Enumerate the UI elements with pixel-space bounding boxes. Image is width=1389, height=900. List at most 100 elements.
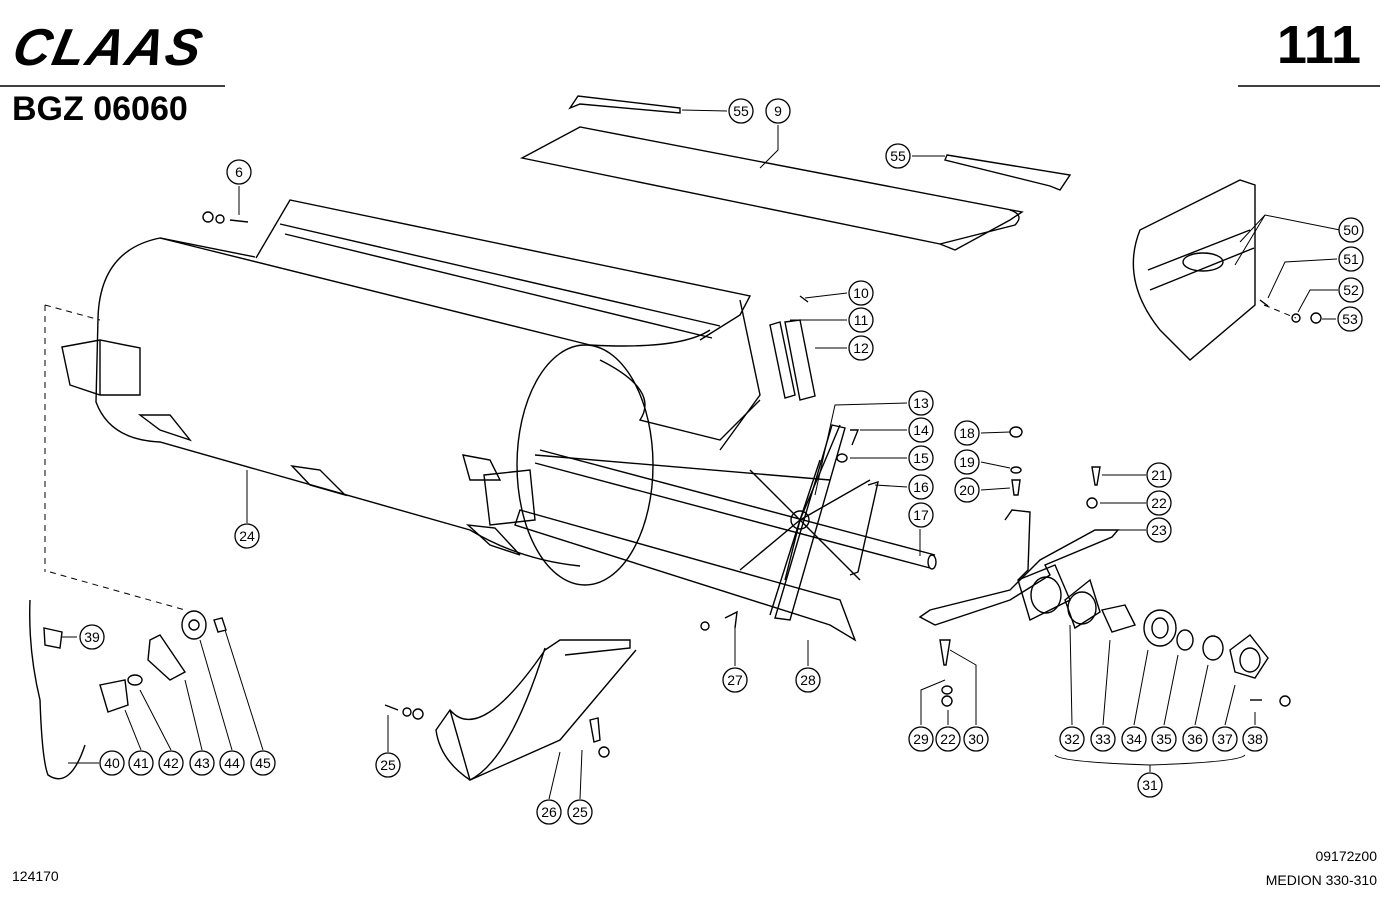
callout-6: 6 [226, 159, 252, 185]
svg-text:12: 12 [853, 340, 869, 356]
callout-11: 11 [848, 307, 874, 333]
svg-text:40: 40 [104, 755, 120, 771]
svg-text:28: 28 [800, 672, 816, 688]
svg-text:18: 18 [959, 425, 975, 441]
svg-text:25: 25 [572, 804, 588, 820]
callout-38: 38 [1242, 726, 1268, 752]
callout-33: 33 [1090, 726, 1116, 752]
callout-39: 39 [79, 624, 105, 650]
callout-53: 53 [1337, 306, 1363, 332]
svg-text:23: 23 [1151, 522, 1167, 538]
svg-text:10: 10 [853, 285, 869, 301]
svg-text:32: 32 [1064, 731, 1080, 747]
callout-29: 29 [908, 726, 934, 752]
callout-9: 9 [765, 98, 791, 124]
svg-text:31: 31 [1142, 777, 1158, 793]
svg-text:22: 22 [940, 731, 956, 747]
callout-51: 51 [1338, 246, 1364, 272]
svg-text:19: 19 [959, 454, 975, 470]
svg-text:17: 17 [913, 507, 929, 523]
model-name: MEDION 330-310 [1265, 872, 1377, 888]
callout-24: 24 [234, 523, 260, 549]
callout-40: 40 [99, 750, 125, 776]
callout-30: 30 [963, 726, 989, 752]
callout-55b: 55 [885, 143, 911, 169]
svg-text:38: 38 [1247, 731, 1263, 747]
callout-26: 26 [536, 799, 562, 825]
svg-text:43: 43 [194, 755, 210, 771]
svg-text:13: 13 [913, 395, 929, 411]
svg-text:50: 50 [1343, 222, 1359, 238]
svg-text:26: 26 [541, 804, 557, 820]
drawing-lines [29, 95, 1322, 781]
callout-45: 45 [250, 750, 276, 776]
callout-layer: 55 9 55 6 50 51 52 53 10 11 12 13 14 15 … [79, 98, 1364, 825]
svg-text:9: 9 [774, 103, 782, 119]
callout-27: 27 [722, 667, 748, 693]
callout-52: 52 [1338, 277, 1364, 303]
callout-10: 10 [848, 280, 874, 306]
callout-32: 32 [1059, 726, 1085, 752]
svg-text:45: 45 [255, 755, 271, 771]
svg-text:39: 39 [84, 629, 100, 645]
svg-text:53: 53 [1342, 311, 1358, 327]
svg-text:41: 41 [133, 755, 149, 771]
svg-text:11: 11 [854, 312, 869, 328]
svg-text:36: 36 [1187, 731, 1203, 747]
svg-text:37: 37 [1217, 731, 1233, 747]
callout-44: 44 [219, 750, 245, 776]
callout-17: 17 [908, 502, 934, 528]
callout-50: 50 [1338, 217, 1364, 243]
callout-23: 23 [1146, 517, 1172, 543]
svg-text:29: 29 [913, 731, 929, 747]
callout-14: 14 [908, 417, 934, 443]
svg-text:35: 35 [1156, 731, 1172, 747]
callout-55a: 55 [728, 98, 754, 124]
group-code: BGZ 06060 [12, 90, 188, 128]
svg-text:16: 16 [913, 479, 929, 495]
svg-text:24: 24 [239, 528, 255, 544]
callout-37: 37 [1212, 726, 1238, 752]
callout-43: 43 [189, 750, 215, 776]
callout-22a: 22 [1146, 490, 1172, 516]
svg-text:15: 15 [913, 450, 929, 466]
callout-41: 41 [128, 750, 154, 776]
svg-text:42: 42 [163, 755, 179, 771]
svg-text:20: 20 [959, 482, 975, 498]
footer-code: 124170 [12, 868, 59, 884]
svg-text:14: 14 [913, 422, 929, 438]
svg-text:34: 34 [1126, 731, 1142, 747]
svg-text:55: 55 [890, 148, 906, 164]
callout-12: 12 [848, 335, 874, 361]
svg-text:44: 44 [224, 755, 240, 771]
callout-34: 34 [1121, 726, 1147, 752]
callout-15: 15 [908, 445, 934, 471]
callout-20: 20 [954, 477, 980, 503]
callout-25a: 25 [375, 752, 401, 778]
drawing-reference: 09172z00 [1315, 848, 1377, 864]
page-number: 111 [1276, 15, 1361, 75]
callout-35: 35 [1151, 726, 1177, 752]
svg-text:52: 52 [1343, 282, 1359, 298]
svg-text:27: 27 [727, 672, 743, 688]
callout-42: 42 [158, 750, 184, 776]
callout-13: 13 [908, 390, 934, 416]
svg-text:51: 51 [1343, 251, 1359, 267]
svg-text:30: 30 [968, 731, 984, 747]
svg-text:6: 6 [235, 164, 243, 180]
callout-21: 21 [1146, 462, 1172, 488]
callout-25b: 25 [567, 799, 593, 825]
svg-text:25: 25 [380, 757, 396, 773]
svg-text:55: 55 [733, 103, 749, 119]
svg-text:21: 21 [1151, 467, 1167, 483]
callout-18: 18 [954, 420, 980, 446]
leader-lines [62, 109, 1341, 800]
callout-31: 31 [1137, 772, 1163, 798]
callout-16: 16 [908, 474, 934, 500]
guide-lines [44, 304, 1297, 611]
svg-text:33: 33 [1095, 731, 1111, 747]
callout-36: 36 [1182, 726, 1208, 752]
callout-28: 28 [795, 667, 821, 693]
callout-19: 19 [954, 449, 980, 475]
